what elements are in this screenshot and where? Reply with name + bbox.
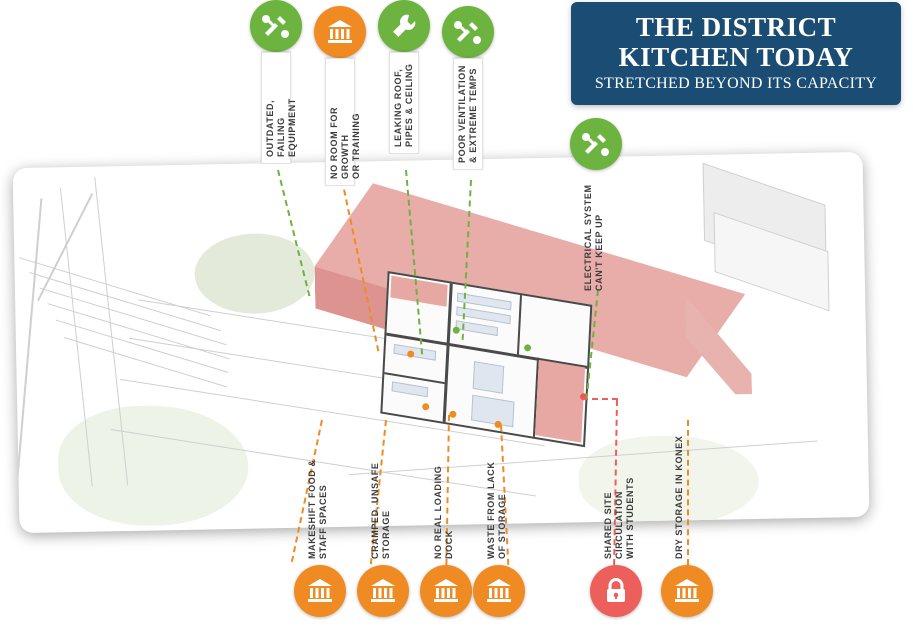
site-line <box>63 336 227 388</box>
tools-icon <box>570 118 622 170</box>
site-line <box>12 198 43 528</box>
callout-label-cramped-unsafe-storage: CRAMPED, UNSAFE STORAGE <box>370 462 391 559</box>
callout-label-leaking-roof: LEAKING ROOF, PIPES & CEILING <box>389 52 419 154</box>
plan-fixture <box>472 361 505 394</box>
callout-label-makeshift-food-staff-spaces: MAKESHIFT FOOD & STAFF SPACES <box>307 459 328 559</box>
building-icon <box>314 6 366 58</box>
callout-label-poor-ventilation: POOR VENTILATION & EXTREME TEMPS <box>453 58 483 170</box>
callout-no-room-for-growth[interactable]: NO ROOM FOR GROWTH OR TRAINING <box>314 6 366 186</box>
plan-fixture <box>471 394 515 428</box>
callout-electrical-system[interactable]: ELECTRICAL SYSTEM CAN'T KEEP UP <box>570 118 622 291</box>
wrench-icon <box>378 0 430 52</box>
callout-makeshift-food-staff-spaces[interactable]: MAKESHIFT FOOD & STAFF SPACES <box>294 459 346 617</box>
tools-icon <box>442 6 494 58</box>
callout-waste-from-lack-of-storage[interactable]: WASTE FROM LACK OF STORAGE <box>473 462 525 617</box>
callout-poor-ventilation[interactable]: POOR VENTILATION & EXTREME TEMPS <box>442 6 494 170</box>
callout-leaking-roof[interactable]: LEAKING ROOF, PIPES & CEILING <box>378 0 430 154</box>
site-line <box>39 287 227 346</box>
title-subtitle: STRETCHED BEYOND ITS CAPACITY <box>594 75 878 92</box>
callout-label-waste-from-lack-of-storage: WASTE FROM LACK OF STORAGE <box>486 461 507 560</box>
leader-line-dry-storage <box>687 420 689 565</box>
plan-wall <box>516 294 523 355</box>
callout-label-outdated-equipment: OUTDATED, FAILING EQUIPMENT <box>261 52 297 164</box>
marker-dot-orange <box>422 403 430 411</box>
building-icon <box>661 565 713 617</box>
callout-label-no-real-loading-dock: NO REAL LOADING DOCK <box>433 465 454 559</box>
marker-dot-green <box>452 326 460 334</box>
tools-icon <box>250 0 302 52</box>
title-line-2: KITCHEN TODAY <box>618 42 854 72</box>
site-line <box>29 272 221 332</box>
callout-cramped-unsafe-storage[interactable]: CRAMPED, UNSAFE STORAGE <box>357 462 409 617</box>
callout-no-real-loading-dock[interactable]: NO REAL LOADING DOCK <box>420 466 472 617</box>
callout-outdated-equipment[interactable]: OUTDATED, FAILING EQUIPMENT <box>250 0 302 164</box>
building-icon <box>294 565 346 617</box>
plan-fixture <box>393 343 437 361</box>
callout-label-shared-site-circulation: SHARED SITE CIRCULATION WITH STUDENTS <box>603 477 635 559</box>
site-line <box>37 193 94 302</box>
callout-label-dry-storage-in-konex: DRY STORAGE IN KONEX <box>674 435 684 559</box>
building-icon <box>420 565 472 617</box>
leader-line-shared-circulation-h <box>582 398 618 400</box>
callout-label-electrical-system: ELECTRICAL SYSTEM CAN'T KEEP UP <box>583 184 604 291</box>
callout-label-no-room-for-growth: NO ROOM FOR GROWTH OR TRAINING <box>325 58 361 186</box>
plan-zone-pink-2 <box>390 275 448 307</box>
building-icon <box>473 565 525 617</box>
title-panel: THE DISTRICT KITCHEN TODAY STRETCHED BEY… <box>571 2 901 105</box>
callout-shared-site-circulation[interactable]: SHARED SITE CIRCULATION WITH STUDENTS <box>590 477 642 617</box>
site-line <box>19 257 211 317</box>
plan-zone-pink <box>535 359 586 443</box>
marker-dot-orange <box>407 350 415 358</box>
plan-fixture <box>391 381 429 398</box>
building-icon <box>357 565 409 617</box>
lock-icon <box>590 565 642 617</box>
title-line-1: THE DISTRICT <box>635 12 837 42</box>
callout-dry-storage-in-konex[interactable]: DRY STORAGE IN KONEX <box>661 436 713 617</box>
site-line <box>55 319 229 373</box>
